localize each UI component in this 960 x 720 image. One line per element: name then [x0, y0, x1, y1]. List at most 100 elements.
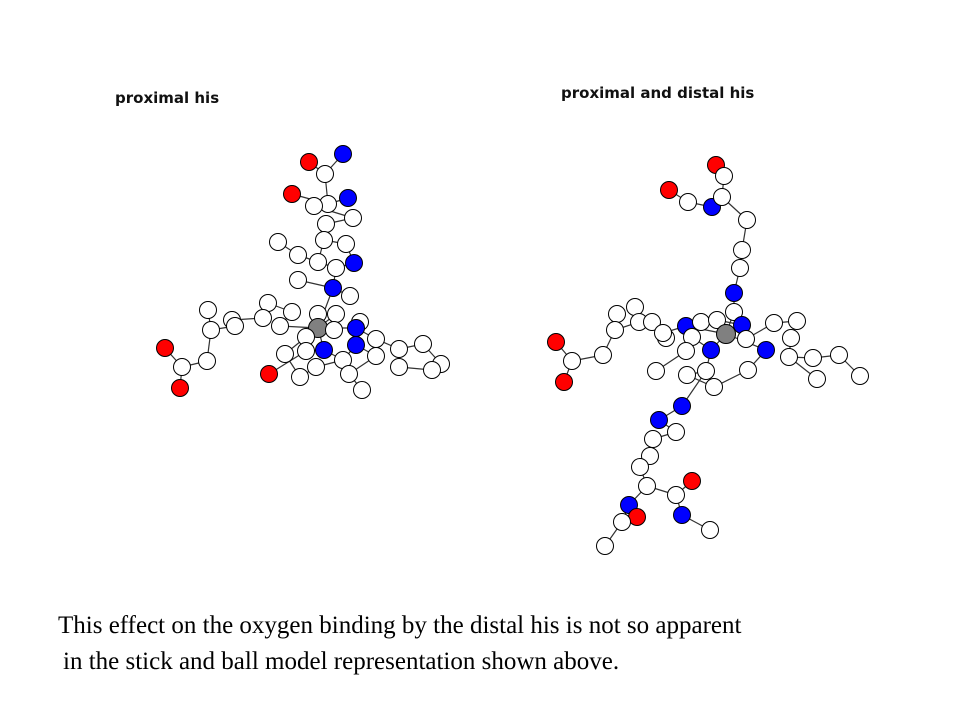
carbon-atom	[667, 486, 685, 504]
oxygen-atom	[660, 181, 678, 199]
nitrogen-atom	[324, 279, 342, 297]
carbon-atom	[367, 330, 385, 348]
oxygen-atom	[260, 365, 278, 383]
carbon-atom	[739, 361, 757, 379]
oxygen-atom	[156, 339, 174, 357]
proximal-his-model	[156, 145, 450, 399]
carbon-atom	[643, 313, 661, 331]
carbon-atom	[677, 342, 695, 360]
carbon-atom	[327, 305, 345, 323]
carbon-atom	[283, 303, 301, 321]
carbon-atom	[271, 317, 289, 335]
nitrogen-atom	[673, 506, 691, 524]
carbon-atom	[198, 352, 216, 370]
carbon-atom	[254, 309, 272, 327]
carbon-atom	[626, 298, 644, 316]
carbon-atom	[731, 259, 749, 277]
carbon-atom	[367, 347, 385, 365]
carbon-atom	[305, 197, 323, 215]
carbon-atom	[697, 362, 715, 380]
carbon-atom	[692, 313, 710, 331]
carbon-atom	[780, 348, 798, 366]
nitrogen-atom	[650, 411, 668, 429]
nitrogen-atom	[315, 341, 333, 359]
proximal-and-distal-his-label: proximal and distal his	[561, 84, 755, 102]
carbon-atom	[337, 235, 355, 253]
caption-line-1: This effect on the oxygen binding by the…	[58, 612, 742, 639]
carbon-atom	[297, 342, 315, 360]
carbon-atom	[701, 521, 719, 539]
carbon-atom	[353, 381, 371, 399]
carbon-atom	[608, 305, 626, 323]
carbon-atom	[705, 378, 723, 396]
oxygen-atom	[547, 333, 565, 351]
carbon-atom	[276, 345, 294, 363]
carbon-atom	[340, 365, 358, 383]
carbon-atom	[173, 358, 191, 376]
carbon-atom	[788, 312, 806, 330]
oxygen-atom	[171, 379, 189, 397]
nitrogen-atom	[347, 336, 365, 354]
carbon-atom	[289, 271, 307, 289]
carbon-atom	[765, 314, 783, 332]
carbon-atom	[414, 335, 432, 353]
carbon-atom	[737, 330, 755, 348]
carbon-atom	[317, 215, 335, 233]
carbon-atom	[654, 324, 672, 342]
carbon-atom	[199, 301, 217, 319]
nitrogen-atom	[339, 189, 357, 207]
carbon-atom	[606, 321, 624, 339]
carbon-atom	[259, 294, 277, 312]
carbon-atom	[327, 259, 345, 277]
iron-atom	[716, 324, 736, 344]
nitrogen-atom	[725, 284, 743, 302]
carbon-atom	[631, 458, 649, 476]
carbon-atom	[423, 361, 441, 379]
carbon-atom	[715, 167, 733, 185]
carbon-atom	[596, 537, 614, 555]
carbon-atom	[202, 321, 220, 339]
nitrogen-atom	[673, 397, 691, 415]
carbon-atom	[804, 349, 822, 367]
proximal-his-label: proximal his	[115, 89, 220, 107]
carbon-atom	[390, 340, 408, 358]
carbon-atom	[830, 346, 848, 364]
carbon-atom	[390, 358, 408, 376]
carbon-atom	[563, 352, 581, 370]
carbon-atom	[289, 246, 307, 264]
carbon-atom	[344, 209, 362, 227]
carbon-atom	[667, 423, 685, 441]
carbon-atom	[708, 311, 726, 329]
nitrogen-atom	[757, 341, 775, 359]
oxygen-atom	[628, 508, 646, 526]
nitrogen-atom	[345, 254, 363, 272]
carbon-atom	[679, 193, 697, 211]
oxygen-atom	[283, 185, 301, 203]
carbon-atom	[594, 346, 612, 364]
carbon-atom	[782, 329, 800, 347]
carbon-atom	[725, 303, 743, 321]
carbon-atom	[613, 513, 631, 531]
carbon-atom	[678, 366, 696, 384]
nitrogen-atom	[347, 319, 365, 337]
nitrogen-atom	[334, 145, 352, 163]
carbon-atom	[851, 367, 869, 385]
proximal-and-distal-his-model	[547, 156, 869, 555]
carbon-atom	[325, 321, 343, 339]
carbon-atom	[644, 430, 662, 448]
oxygen-atom	[683, 472, 701, 490]
carbon-atom	[638, 477, 656, 495]
carbon-atom	[309, 253, 327, 271]
oxygen-atom	[300, 153, 318, 171]
carbon-atom	[316, 165, 334, 183]
carbon-atom	[713, 188, 731, 206]
carbon-atom	[733, 241, 751, 259]
carbon-atom	[291, 368, 309, 386]
carbon-atom	[269, 233, 287, 251]
carbon-atom	[315, 231, 333, 249]
nitrogen-atom	[702, 341, 720, 359]
carbon-atom	[647, 362, 665, 380]
carbon-atom	[307, 358, 325, 376]
carbon-atom	[808, 370, 826, 388]
